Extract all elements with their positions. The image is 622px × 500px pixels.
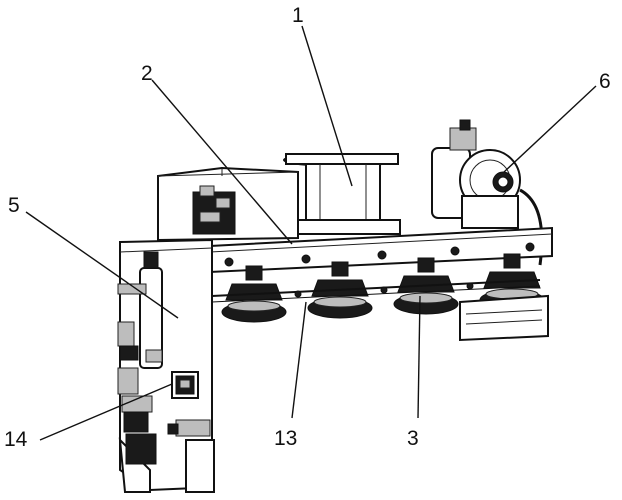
callout-3: 3 (407, 427, 419, 450)
motor-6 (431, 119, 544, 266)
callout-6: 6 (599, 70, 611, 93)
connecting-rods-13 (211, 279, 541, 303)
suction-cup (307, 261, 373, 319)
callout-1: 1 (292, 4, 304, 27)
suction-cup (393, 257, 459, 315)
control-box (157, 166, 299, 242)
callout-2: 2 (141, 62, 153, 85)
callout-5: 5 (8, 194, 20, 217)
main-beam (209, 226, 553, 274)
pneumatic-column (117, 251, 211, 465)
callout-13: 13 (274, 427, 297, 450)
leader-lines (25, 25, 597, 441)
callout-14: 14 (4, 428, 28, 451)
switch-14 (171, 371, 199, 399)
right-plate (459, 294, 549, 342)
cylinder-1 (283, 153, 401, 235)
